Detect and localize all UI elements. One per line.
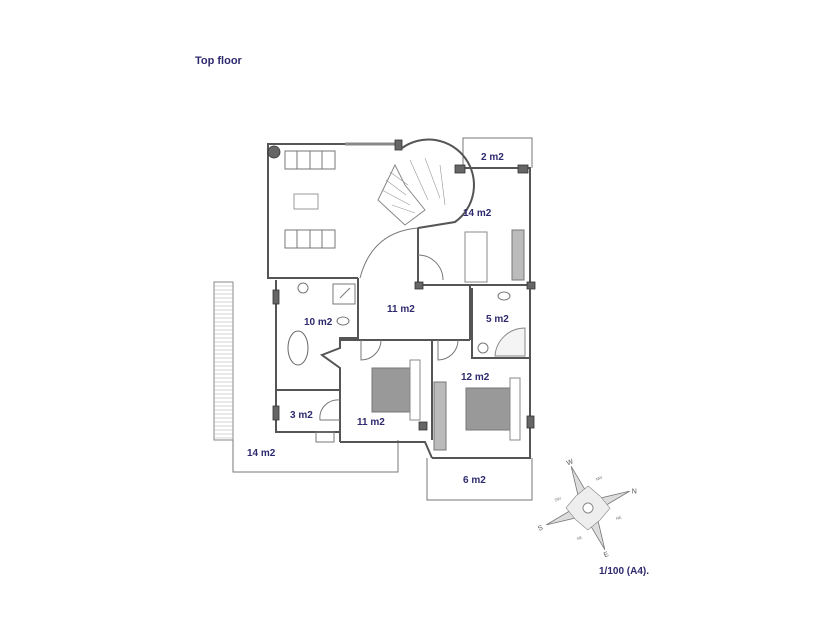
- bedroom-center: [340, 339, 433, 459]
- floor-title: Top floor: [195, 55, 242, 67]
- closet: [272, 389, 341, 443]
- shower-room: [471, 288, 531, 359]
- compass-rose-icon: N S W E NW NE SW SE: [537, 458, 637, 559]
- compass-w: W: [566, 458, 575, 467]
- terrace-left: [213, 281, 399, 473]
- compass-sw: SW: [554, 496, 562, 503]
- living-room: [267, 139, 403, 279]
- bathroom-left: [272, 278, 359, 442]
- scale-label: 1/100 (A4).: [599, 566, 650, 577]
- area-label: 11 m2: [387, 304, 415, 315]
- area-label: 6 m2: [463, 475, 486, 486]
- compass-ne: NE: [615, 514, 622, 521]
- bedroom-right: [432, 339, 535, 459]
- area-label: 14 m2: [463, 208, 492, 219]
- hall: [340, 285, 471, 341]
- area-label: 2 m2: [481, 152, 504, 163]
- area-label: 3 m2: [290, 410, 313, 421]
- balcony-top: [462, 137, 533, 168]
- balcony-bottom: [426, 458, 533, 501]
- compass-nw: NW: [595, 475, 603, 482]
- area-label: 11 m2: [357, 417, 385, 428]
- area-label: 14 m2: [247, 448, 276, 459]
- compass-s: S: [537, 525, 544, 533]
- spiral-staircase: [359, 138, 476, 279]
- area-label: 10 m2: [304, 317, 333, 328]
- area-label: 12 m2: [461, 372, 490, 383]
- area-label: 5 m2: [486, 314, 509, 325]
- compass-e: E: [603, 551, 610, 559]
- compass-se: SE: [576, 535, 583, 542]
- bedroom-top-right: [414, 164, 536, 290]
- compass-n: N: [632, 489, 637, 496]
